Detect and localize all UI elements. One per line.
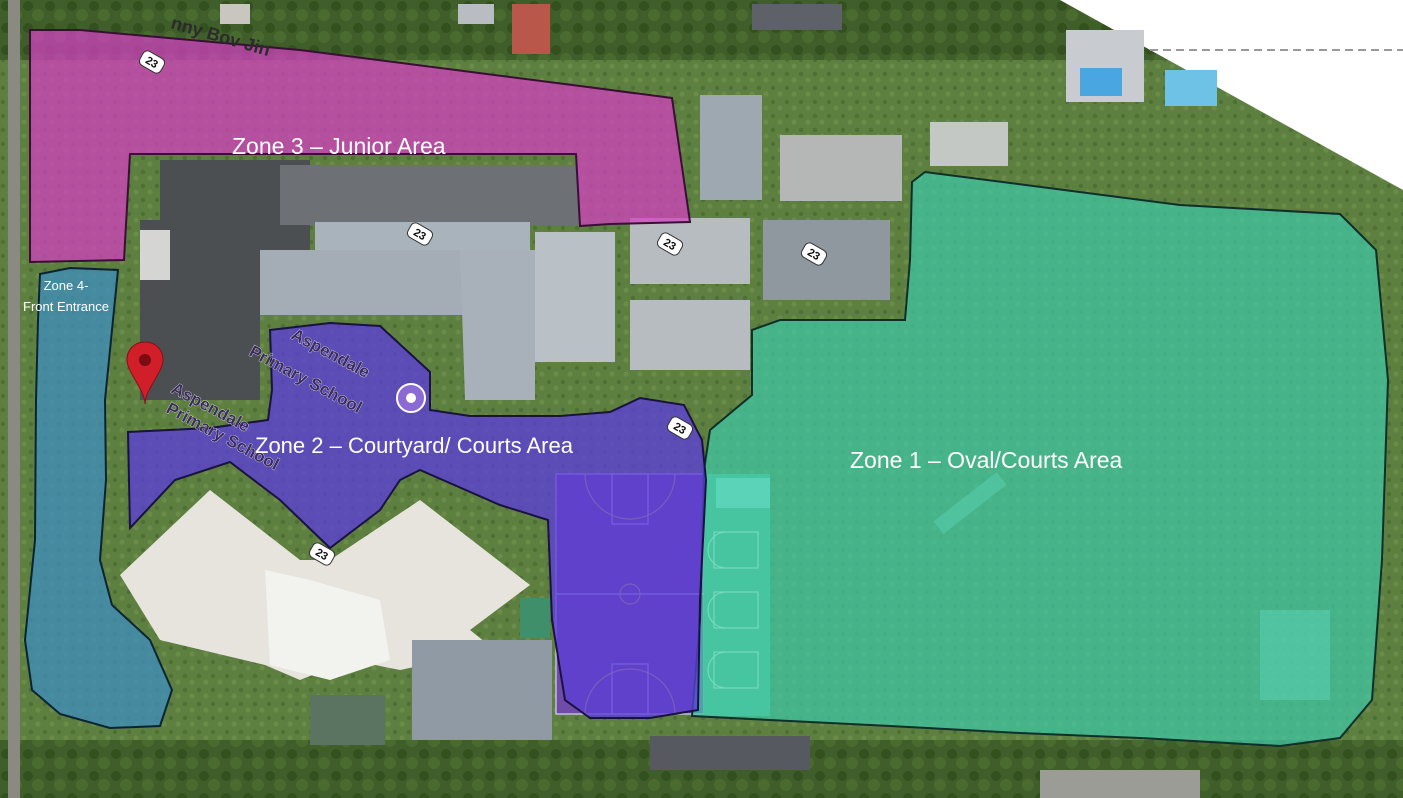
neighbouring-houses <box>220 4 1217 798</box>
zone-3-area[interactable] <box>29 29 692 264</box>
zone-4-area[interactable] <box>23 266 174 730</box>
cropped-corner <box>1060 0 1403 190</box>
map-pin-icon[interactable] <box>126 341 164 405</box>
route-badge-icon: 23 <box>406 222 434 246</box>
zone-2-label: Zone 2 – Courtyard/ Courts Area <box>255 433 574 458</box>
zone-4-label-line2: Front Entrance <box>23 299 109 314</box>
zone-3-label: Zone 3 – Junior Area <box>232 133 446 159</box>
route-badge-icon: 23 <box>800 242 828 266</box>
route-badge-label: 23 <box>143 55 160 72</box>
place-pin-icon[interactable] <box>396 383 426 413</box>
route-badge-icon: 23 <box>138 50 166 74</box>
route-badge-label: 23 <box>671 421 688 438</box>
zone-4-label-line1: Zone 4- <box>44 278 89 293</box>
school-buildings <box>120 95 902 745</box>
front-road <box>8 0 20 798</box>
route-badge-label: 23 <box>805 247 822 264</box>
route-badge-icon: 23 <box>666 416 694 440</box>
zone-1-area[interactable] <box>690 170 1390 748</box>
route-badge-label: 23 <box>661 237 678 254</box>
route-badge-icon: 23 <box>308 542 336 566</box>
zone-2-area[interactable] <box>126 321 708 719</box>
route-badge-label: 23 <box>313 547 330 564</box>
zone-1-label: Zone 1 – Oval/Courts Area <box>850 447 1123 473</box>
route-badge-icon: 23 <box>656 232 684 256</box>
route-badge-label: 23 <box>411 227 428 244</box>
